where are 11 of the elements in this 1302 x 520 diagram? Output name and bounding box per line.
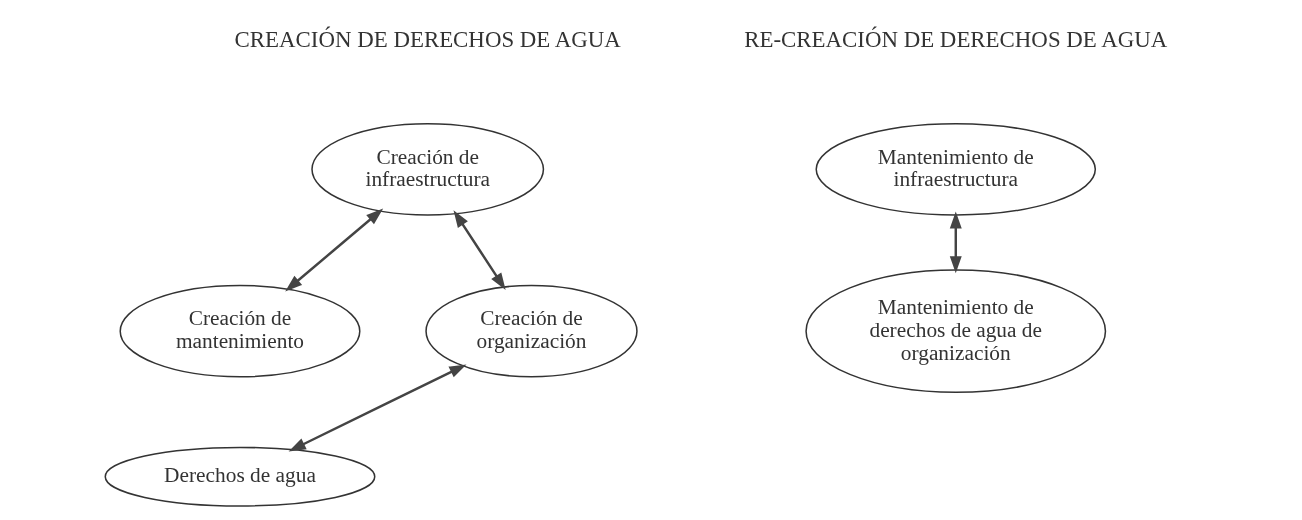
node-ellipse: Mantenimiento de derechos de agua de organización <box>805 269 1107 394</box>
node-ellipse: Mantenimiento de infraestructura <box>815 122 1097 216</box>
node-ellipse: Creación de infraestructura <box>311 122 545 216</box>
arrow <box>949 211 962 274</box>
node-ellipse: Derechos de agua <box>104 446 376 507</box>
label: CREACIÓN DE DERECHOS DE AGUA <box>234 26 621 52</box>
arrow <box>453 210 506 291</box>
arrow <box>288 364 467 452</box>
arrow <box>285 208 384 292</box>
label: RE-CREACIÓN DE DERECHOS DE AGUA <box>744 26 1168 52</box>
node-ellipse: Creación de mantenimiento <box>119 284 361 378</box>
